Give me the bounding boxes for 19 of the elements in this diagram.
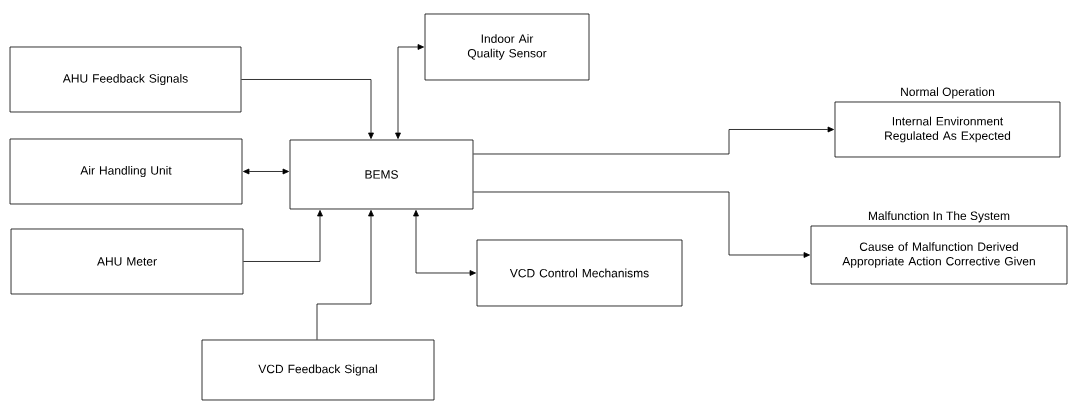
process-box: Internal Environment Regulated As Expected <box>834 101 1061 158</box>
arrow <box>395 44 424 139</box>
arrow <box>473 126 834 155</box>
process-box: AHU Feedback Signals <box>9 46 242 113</box>
arrow <box>473 191 810 258</box>
process-box: BEMS <box>289 139 474 210</box>
arrow <box>243 210 323 262</box>
arrow <box>241 79 374 139</box>
process-box: Indoor Air Quality Sensor <box>424 13 590 81</box>
arrow <box>243 168 289 175</box>
arrow <box>316 210 374 340</box>
process-box: AHU Meter <box>10 228 244 295</box>
arrow <box>413 210 476 276</box>
process-box: VCD Control Mechanisms <box>476 239 683 307</box>
box-caption: Malfunction In The System <box>868 211 1010 223</box>
process-box: VCD Feedback Signal <box>201 339 435 401</box>
box-caption: Normal Operation <box>901 87 995 99</box>
process-box: Cause of Malfunction Derived Appropriate Action Corrective Given <box>810 225 1068 285</box>
process-box: Air Handling Unit <box>9 138 243 205</box>
